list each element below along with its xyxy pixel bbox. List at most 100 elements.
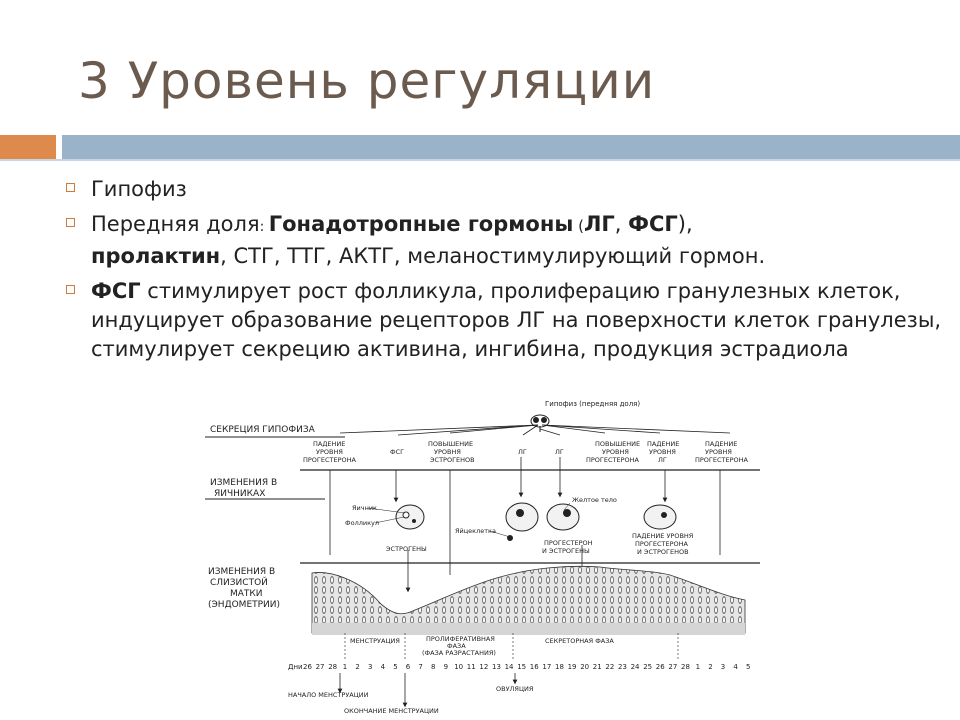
bullet-square-icon — [66, 285, 75, 294]
h7-line2: УРОВНЯ — [649, 448, 676, 456]
h4: ЛГ — [518, 448, 527, 456]
day-tick: 7 — [418, 663, 422, 671]
row-label-uterus-1: ИЗМЕНЕНИЯ В — [208, 567, 275, 577]
day-tick: 16 — [530, 663, 539, 671]
ovary-label: Яичник — [352, 504, 377, 512]
bullet-text: Передняя доля — [91, 212, 260, 236]
h1-line2: УРОВНЯ — [316, 448, 343, 456]
day-tick: 5 — [393, 663, 397, 671]
row-label-ovary-1: ИЗМЕНЕНИЯ В — [210, 478, 277, 488]
h7-line1: ПАДЕНИЕ — [647, 440, 679, 448]
phase-secretory: СЕКРЕТОРНАЯ ФАЗА — [545, 637, 614, 645]
day-tick: 12 — [479, 663, 488, 671]
h3-line2: УРОВНЯ — [434, 448, 461, 456]
estrogens-label: ЭСТРОГЕНЫ — [386, 545, 427, 553]
menstrual-cycle-diagram: Гипофиз (передняя доля) СЕКРЕЦИЯ ГИПОФИЗ… — [205, 400, 760, 715]
accent-bar-orange — [0, 135, 56, 160]
ovary-icon — [395, 504, 425, 530]
phase-proliferative-3: (ФАЗА РАЗРАСТАНИЯ) — [422, 649, 496, 657]
day-tick: 17 — [542, 663, 551, 671]
day-tick: 4 — [381, 663, 386, 671]
ovary-corpus-luteum-icon — [546, 503, 580, 531]
day-tick: 13 — [492, 663, 501, 671]
day-tick: 28 — [328, 663, 337, 671]
bold-term: Гонадотропные гормоны — [268, 212, 574, 236]
day-tick: 22 — [605, 663, 614, 671]
menstruation-start: НАЧАЛО МЕНСТРУАЦИИ — [288, 691, 369, 699]
prog-estro-label-1: ПРОГЕСТЕРОН — [544, 539, 593, 547]
day-tick: 26 — [656, 663, 665, 671]
bullet-text: Гипофиз — [91, 177, 187, 201]
day-tick: 1 — [343, 663, 347, 671]
day-tick: 3 — [721, 663, 725, 671]
day-tick: 26 — [303, 663, 312, 671]
bullet-colon: : — [259, 219, 269, 235]
accent-bar-line — [0, 159, 960, 161]
day-tick: 5 — [746, 663, 750, 671]
fall-label-1: ПАДЕНИЕ УРОВНЯ — [632, 532, 693, 540]
ovulation: ОВУЛЯЦИЯ — [496, 685, 533, 693]
ovary-late-icon — [643, 504, 677, 530]
day-tick: 6 — [406, 663, 411, 671]
menstruation-end: ОКОНЧАНИЕ МЕНСТРУАЦИИ — [344, 707, 439, 715]
h6-line3: ПРОГЕСТЕРОНА — [586, 456, 640, 464]
prog-estro-label-2: И ЭСТРОГЕНЫ — [542, 547, 590, 555]
h6-line1: ПОВЫШЕНИЕ — [595, 440, 640, 448]
bold-term: ФСГ — [628, 212, 678, 236]
bullet-text: стимулирует рост фолликула, пролиферацию… — [91, 279, 942, 361]
phase-proliferative-1: ПРОЛИФЕРАТИВНАЯ — [426, 635, 495, 643]
slide-title: 3 Уровень регуляции — [78, 52, 656, 110]
day-tick: 15 — [517, 663, 526, 671]
h2: ФСГ — [390, 448, 404, 456]
phase-proliferative-2: ФАЗА — [447, 642, 466, 650]
bold-term: ФСГ — [91, 279, 141, 303]
paren-open: ( — [573, 217, 584, 235]
comma: , — [614, 212, 629, 236]
day-tick: 21 — [593, 663, 602, 671]
day-tick: 3 — [368, 663, 372, 671]
bullet-square-icon — [66, 183, 75, 192]
day-tick: 2 — [355, 663, 359, 671]
day-tick: 20 — [580, 663, 589, 671]
phase-menstruation: МЕНСТРУАЦИЯ — [350, 637, 400, 645]
hormone-labels: ПАДЕНИЕ УРОВНЯ ПРОГЕСТЕРОНА ФСГ ПОВЫШЕНИ… — [303, 440, 749, 464]
day-tick: 19 — [568, 663, 577, 671]
day-tick: 1 — [696, 663, 700, 671]
day-tick: 27 — [316, 663, 325, 671]
day-tick: 23 — [618, 663, 627, 671]
day-tick: 11 — [467, 663, 476, 671]
follicle-label: Фолликул — [345, 519, 379, 527]
bold-term: ЛГ — [583, 212, 615, 236]
row-label-ovary-2: ЯИЧНИКАХ — [214, 489, 265, 499]
bullet-item: Передняя доля: Гонадотропные гормоны (ЛГ… — [66, 210, 946, 271]
day-tick: 8 — [431, 663, 435, 671]
ovary-ovulation-icon — [505, 502, 539, 541]
paren-close: ), — [677, 212, 693, 236]
accent-bar-blue — [62, 135, 960, 160]
endometrium-illustration — [311, 565, 746, 635]
bullet-list: Гипофиз Передняя доля: Гонадотропные гор… — [66, 175, 946, 370]
h3-line3: ЭСТРОГЕНОВ — [430, 456, 475, 464]
h7-line3: ЛГ — [658, 456, 667, 464]
pituitary-gland-icon — [530, 414, 550, 432]
day-tick: 2 — [708, 663, 712, 671]
h5: ЛГ — [555, 448, 564, 456]
days-label: Дни — [288, 663, 303, 671]
h8-line1: ПАДЕНИЕ — [705, 440, 737, 448]
fall-label-3: И ЭСТРОГЕНОВ — [637, 548, 689, 556]
h8-line3: ПРОГЕСТЕРОНА — [695, 456, 749, 464]
bullet-square-icon — [66, 218, 75, 227]
day-tick: 18 — [555, 663, 564, 671]
bullet-text: , СТГ, ТТГ, АКТГ, меланостимулирующий го… — [220, 244, 766, 268]
day-tick: 4 — [733, 663, 738, 671]
h3-line1: ПОВЫШЕНИЕ — [428, 440, 473, 448]
h6-line2: УРОВНЯ — [602, 448, 629, 456]
corpus-luteum-label: Желтое тело — [572, 496, 617, 504]
row-label-pituitary: СЕКРЕЦИЯ ГИПОФИЗА — [210, 425, 316, 435]
row-label-uterus-3: МАТКИ — [230, 589, 263, 599]
row-label-uterus-4: (ЭНДОМЕТРИИ) — [208, 600, 280, 610]
day-tick: 14 — [505, 663, 514, 671]
bullet-item: Гипофиз — [66, 175, 946, 204]
h1-line1: ПАДЕНИЕ — [313, 440, 345, 448]
